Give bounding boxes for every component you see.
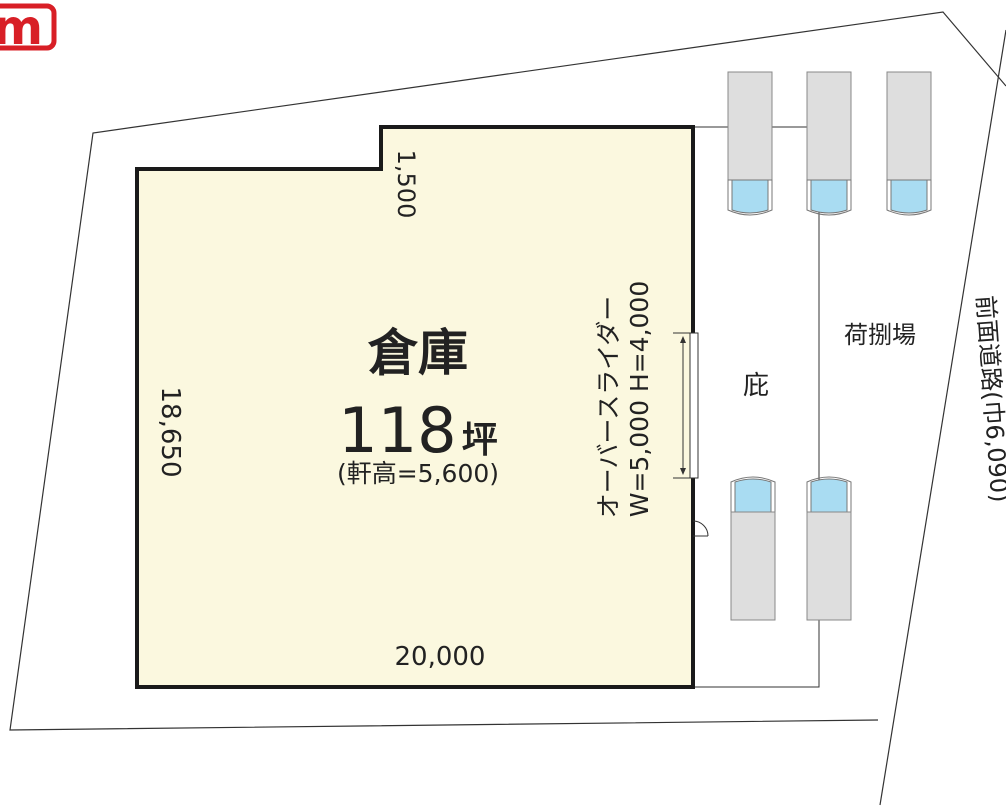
shutter-size: W=5,000 H=4,000 [625, 281, 654, 518]
eaves-height: (軒高=5,600) [337, 459, 499, 488]
warehouse-area: 118 坪 [338, 394, 497, 467]
road-edge-line [879, 29, 1006, 806]
truck-top-2[interactable] [806, 71, 852, 216]
dim-depth: 18,650 [155, 387, 185, 478]
front-road-label: 前面道路(巾6,090) [971, 294, 1006, 503]
overslider-shutter [673, 332, 699, 479]
loading-area-label: 荷捌場 [844, 321, 916, 349]
area-unit: 坪 [462, 420, 498, 461]
truck-top-1[interactable] [727, 71, 773, 216]
area-number: 118 [338, 394, 456, 467]
warehouse-name: 倉庫 [367, 324, 468, 382]
truck-bottom-2[interactable] [806, 476, 852, 621]
shutter-type: オーバースライダー [594, 296, 623, 519]
logo-text: m [0, 0, 43, 56]
canopy-label: 庇 [743, 371, 769, 401]
site-boundary [9, 11, 1006, 731]
dim-notch: 1,500 [392, 150, 420, 219]
dim-width: 20,000 [395, 642, 486, 672]
truck-bottom-1[interactable] [730, 476, 776, 621]
truck-top-3[interactable] [886, 71, 932, 216]
door-symbol [692, 520, 709, 537]
company-logo: m [0, 0, 57, 56]
warehouse-building [135, 125, 695, 689]
